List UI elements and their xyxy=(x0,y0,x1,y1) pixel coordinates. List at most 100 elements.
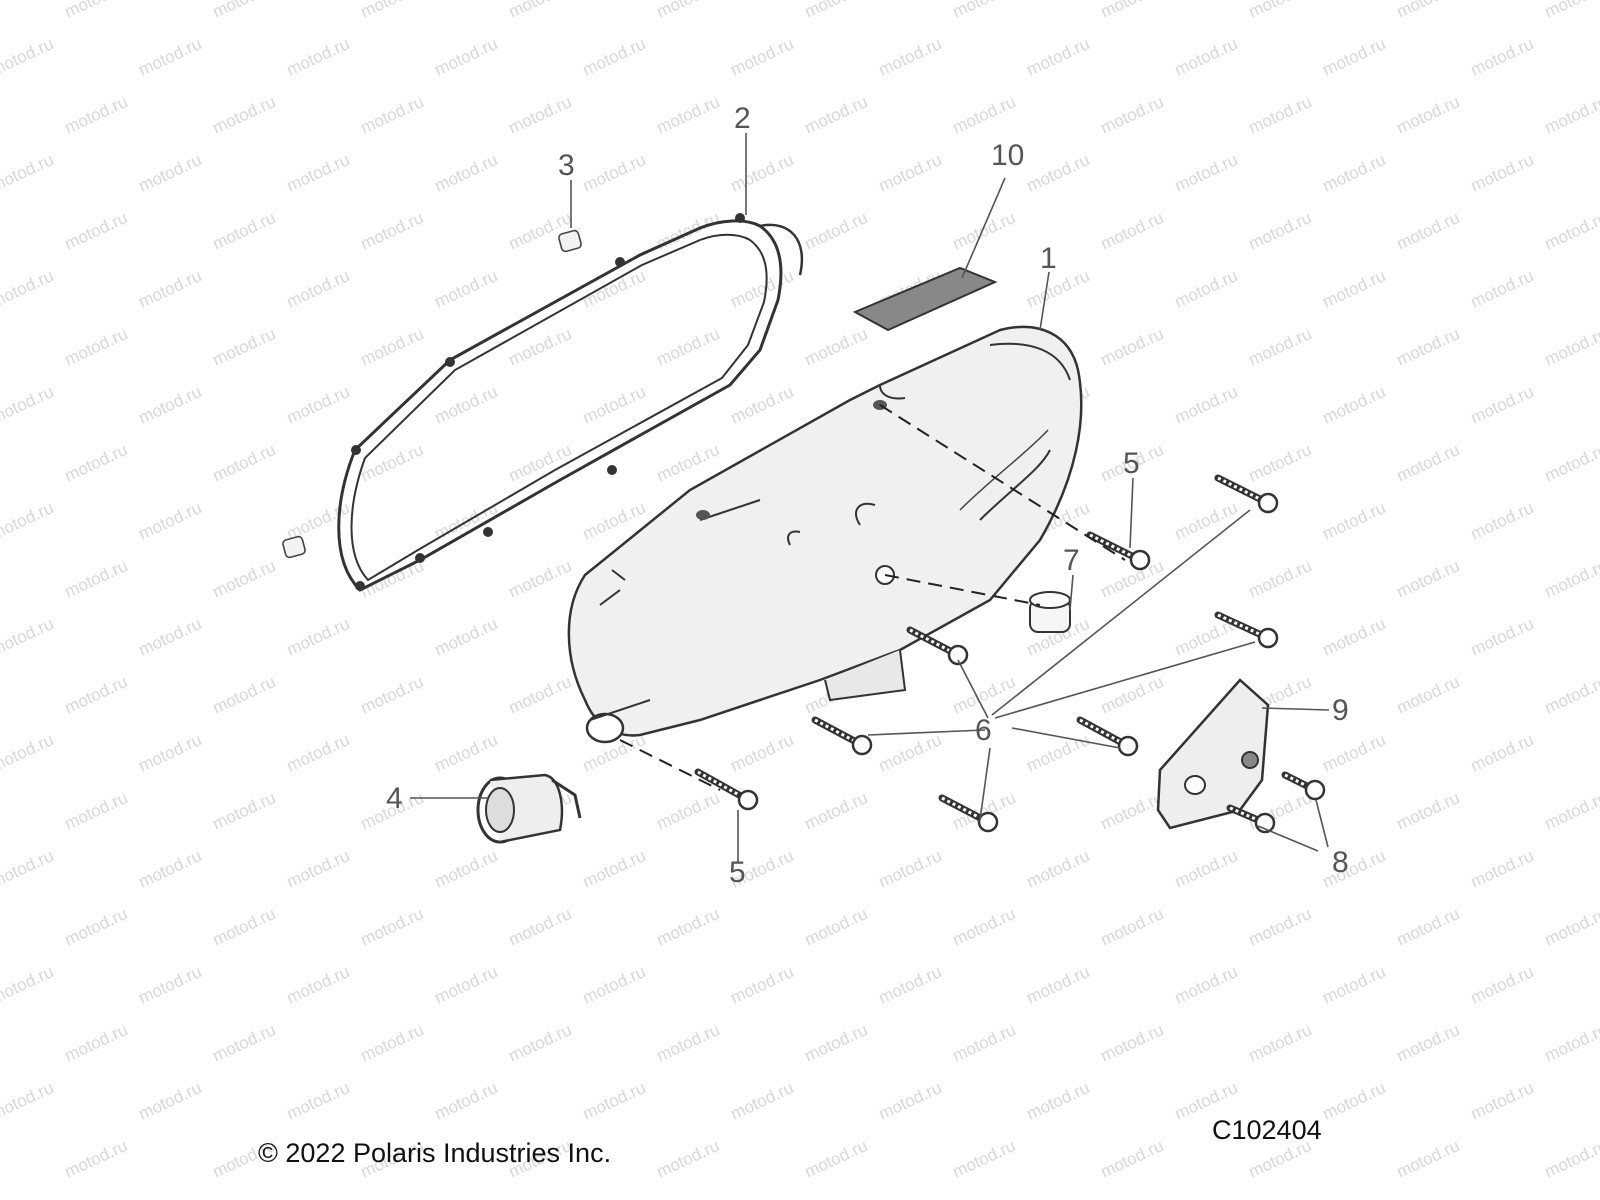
watermark-text: motod.ru xyxy=(1098,904,1167,950)
watermark-text: motod.ru xyxy=(1024,1194,1093,1200)
watermark-text: motod.ru xyxy=(580,1194,649,1200)
bolt-head[interactable] xyxy=(737,789,759,811)
bolt-head[interactable] xyxy=(977,811,999,833)
watermark-text: motod.ru xyxy=(1320,730,1389,776)
watermark-text: motod.ru xyxy=(1542,556,1600,602)
bolt-head[interactable] xyxy=(1257,492,1279,514)
watermark-text: motod.ru xyxy=(876,1078,945,1124)
watermark-text: motod.ru xyxy=(506,92,575,138)
bolt-head[interactable] xyxy=(1117,735,1139,757)
watermark-text: motod.ru xyxy=(1542,208,1600,254)
callout-2: 2 xyxy=(734,102,751,135)
watermark-text: motod.ru xyxy=(358,208,427,254)
dowel-pin-part[interactable] xyxy=(282,229,582,559)
watermark-text: motod.ru xyxy=(1172,266,1241,312)
watermark-text: motod.ru xyxy=(1320,1194,1389,1200)
watermark-text: motod.ru xyxy=(1394,208,1463,254)
watermark-text: motod.ru xyxy=(580,1078,649,1124)
watermark-text: motod.ru xyxy=(136,962,205,1008)
watermark-text: motod.ru xyxy=(1172,846,1241,892)
plug-part[interactable] xyxy=(1029,591,1071,633)
watermark-text: motod.ru xyxy=(136,498,205,544)
watermark-text: motod.ru xyxy=(432,266,501,312)
watermark-text: motod.ru xyxy=(1468,846,1537,892)
bolt-head[interactable] xyxy=(1257,627,1279,649)
watermark-text: motod.ru xyxy=(210,904,279,950)
watermark-text: motod.ru xyxy=(210,1020,279,1066)
watermark-text: motod.ru xyxy=(284,1078,353,1124)
diagram-id-text: C102404 xyxy=(1212,1115,1322,1145)
watermark-text: motod.ru xyxy=(210,208,279,254)
watermark-text: motod.ru xyxy=(284,1194,353,1200)
watermark-text: motod.ru xyxy=(62,556,131,602)
watermark-text: motod.ru xyxy=(1394,672,1463,718)
gasket-part[interactable] xyxy=(337,213,804,592)
watermark-text: motod.ru xyxy=(1246,904,1315,950)
watermark-text: motod.ru xyxy=(1246,1020,1315,1066)
callout-1: 1 xyxy=(1040,242,1057,275)
watermark-text: motod.ru xyxy=(358,1020,427,1066)
watermark-text: motod.ru xyxy=(1394,1136,1463,1182)
watermark-text: motod.ru xyxy=(654,92,723,138)
cover-plate-part[interactable] xyxy=(1156,678,1270,830)
watermark-text: motod.ru xyxy=(728,34,797,80)
watermark-text: motod.ru xyxy=(950,208,1019,254)
watermark-text: motod.ru xyxy=(210,556,279,602)
watermark-text: motod.ru xyxy=(728,1078,797,1124)
watermark-text: motod.ru xyxy=(0,614,56,660)
watermark-text: motod.ru xyxy=(1468,150,1537,196)
watermark-text: motod.ru xyxy=(580,266,649,312)
watermark-text: motod.ru xyxy=(1542,788,1600,834)
watermark-text: motod.ru xyxy=(1468,34,1537,80)
watermark-text: motod.ru xyxy=(802,1136,871,1182)
watermark-text: motod.ru xyxy=(876,1194,945,1200)
watermark-text: motod.ru xyxy=(1320,266,1389,312)
watermark-text: motod.ru xyxy=(0,150,56,196)
watermark-text: motod.ru xyxy=(654,324,723,370)
watermark-text: motod.ru xyxy=(950,904,1019,950)
assembly-lines xyxy=(619,404,1126,791)
watermark-text: motod.ru xyxy=(284,846,353,892)
watermark-text: motod.ru xyxy=(210,672,279,718)
watermark-text: motod.ru xyxy=(62,324,131,370)
watermark-text: motod.ru xyxy=(432,150,501,196)
watermark-text: motod.ru xyxy=(358,440,427,486)
watermark-text: motod.ru xyxy=(210,788,279,834)
watermark-text: motod.ru xyxy=(62,92,131,138)
watermark-text: motod.ru xyxy=(1246,324,1315,370)
watermark-text: motod.ru xyxy=(358,672,427,718)
watermark-text: motod.ru xyxy=(1246,0,1315,22)
watermark-text: motod.ru xyxy=(876,846,945,892)
watermark-text: motod.ru xyxy=(0,1078,56,1124)
watermark-text: motod.ru xyxy=(432,1078,501,1124)
watermark-text: motod.ru xyxy=(506,324,575,370)
label-decal-part[interactable] xyxy=(852,266,998,332)
bolt-head[interactable] xyxy=(1304,779,1326,801)
clutch-cover-part[interactable] xyxy=(567,325,1083,744)
bolt-head[interactable] xyxy=(1129,549,1151,571)
watermark-text: motod.ru xyxy=(1320,382,1389,428)
watermark-text: motod.ru xyxy=(1172,962,1241,1008)
watermark-text: motod.ru xyxy=(1098,672,1167,718)
watermark-text: motod.ru xyxy=(1172,150,1241,196)
watermark-text: motod.ru xyxy=(1394,904,1463,950)
watermark-text: motod.ru xyxy=(210,0,279,22)
watermark-text: motod.ru xyxy=(654,788,723,834)
watermark-text: motod.ru xyxy=(1394,324,1463,370)
watermark-text: motod.ru xyxy=(136,730,205,776)
watermark-text: motod.ru xyxy=(284,614,353,660)
watermark-text: motod.ru xyxy=(1542,1136,1600,1182)
watermark-text: motod.ru xyxy=(136,382,205,428)
watermark-text: motod.ru xyxy=(1098,208,1167,254)
watermark-text: motod.ru xyxy=(802,788,871,834)
bolt-head[interactable] xyxy=(947,644,969,666)
bolt-head[interactable] xyxy=(851,734,873,756)
watermark-text: motod.ru xyxy=(654,208,723,254)
watermark-text: motod.ru xyxy=(1320,150,1389,196)
watermark-text: motod.ru xyxy=(802,92,871,138)
watermark-text: motod.ru xyxy=(1024,962,1093,1008)
duct-clamp-part[interactable] xyxy=(476,773,582,844)
watermark-text: motod.ru xyxy=(432,1194,501,1200)
watermark-text: motod.ru xyxy=(432,846,501,892)
watermark-text: motod.ru xyxy=(506,904,575,950)
